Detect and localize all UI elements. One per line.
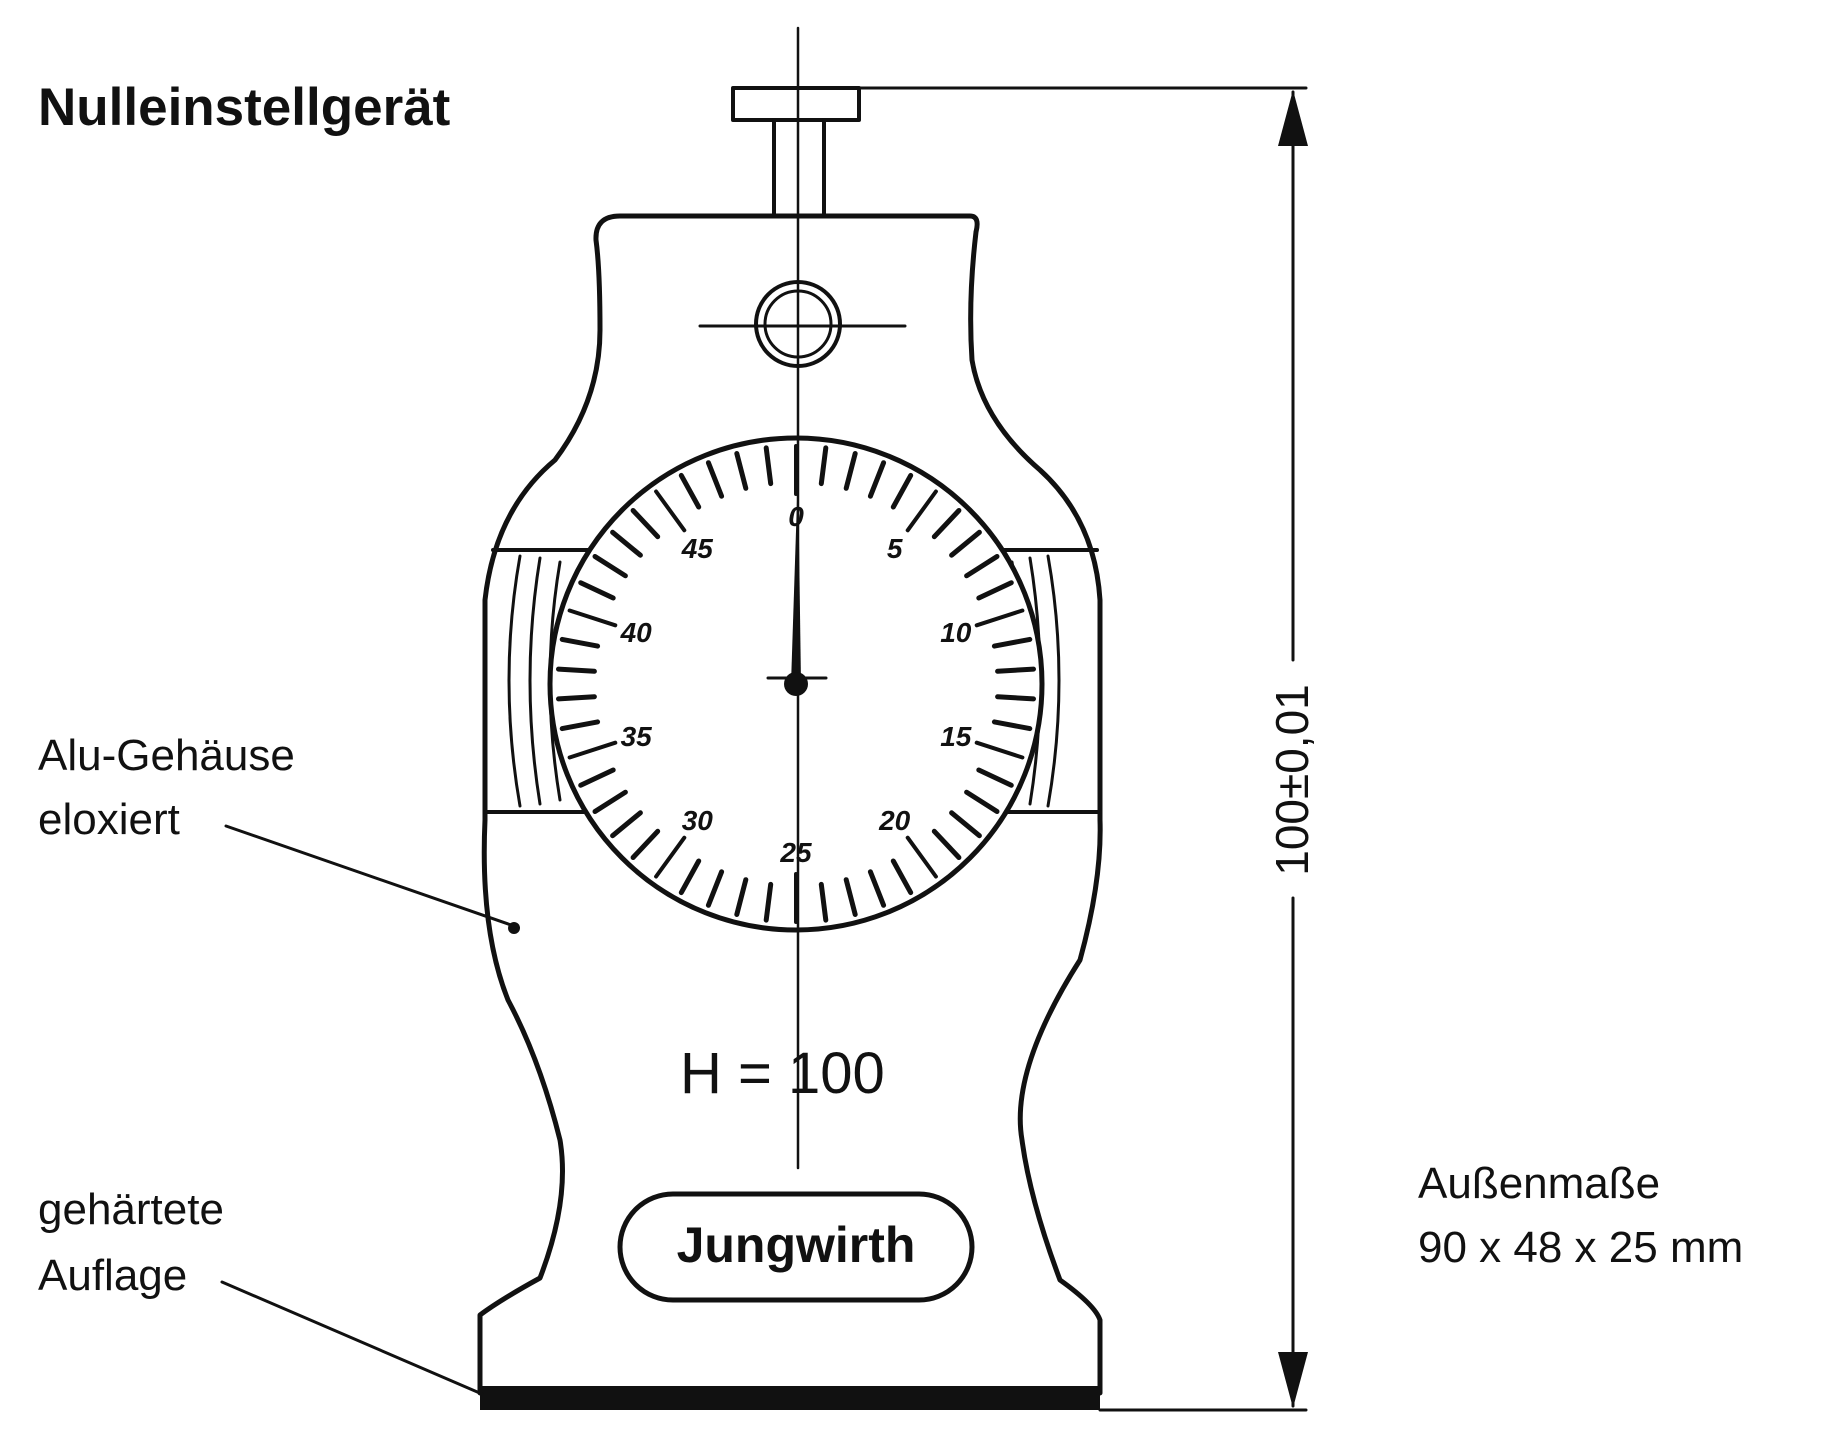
dial-tick bbox=[890, 858, 914, 896]
plunger bbox=[731, 86, 861, 218]
dial-tick bbox=[734, 451, 749, 491]
dial-tick bbox=[630, 828, 661, 860]
dial-major-tick bbox=[905, 489, 938, 533]
housing-leader bbox=[224, 824, 516, 928]
dial-tick bbox=[995, 666, 1036, 674]
brand-plate-outline bbox=[617, 1191, 975, 1303]
dial-tick bbox=[964, 789, 1000, 814]
plunger-cap bbox=[731, 86, 861, 122]
base-annotation: gehärtete Auflage bbox=[38, 1185, 484, 1396]
dial-tick bbox=[610, 529, 643, 558]
dial-number: 40 bbox=[620, 617, 653, 648]
dial-tick bbox=[578, 580, 616, 601]
dial-tick bbox=[556, 666, 597, 674]
dial-number: 45 bbox=[681, 533, 714, 564]
dial-tick bbox=[559, 719, 601, 732]
base-label-line1: gehärtete bbox=[38, 1185, 224, 1234]
dial-tick bbox=[949, 529, 982, 558]
dimension-label: 100±0,01 bbox=[1266, 684, 1318, 876]
dial-tick bbox=[867, 869, 887, 908]
dimension: 100±0,01 bbox=[857, 86, 1318, 1412]
brand-plate: Jungwirth bbox=[617, 1191, 975, 1303]
dial-major-tick bbox=[654, 835, 687, 879]
dial-number: 0 bbox=[788, 501, 804, 532]
dial-tick bbox=[559, 636, 601, 649]
dims-label-line2: 90 x 48 x 25 mm bbox=[1418, 1223, 1743, 1272]
dial-pointer bbox=[766, 470, 828, 696]
dial-tick bbox=[976, 767, 1014, 788]
title: Nulleinstellgerät bbox=[38, 78, 450, 137]
dial-tick bbox=[734, 877, 749, 917]
dial-number: 15 bbox=[940, 721, 972, 752]
dial-number: 20 bbox=[878, 805, 911, 836]
hardened-base bbox=[480, 1386, 1100, 1410]
dial-major-tick bbox=[654, 489, 687, 533]
dim-arrow-top bbox=[1278, 90, 1308, 146]
dial-tick bbox=[931, 508, 962, 540]
dial-tick bbox=[556, 694, 597, 702]
adjustment-screw bbox=[698, 280, 907, 368]
dial-tick bbox=[976, 580, 1014, 601]
dial-tick bbox=[763, 445, 774, 487]
dial-tick bbox=[705, 869, 725, 908]
dial-number: 35 bbox=[621, 721, 653, 752]
dial-major-tick bbox=[974, 740, 1025, 760]
dial-tick bbox=[890, 472, 914, 510]
pointer-hub bbox=[784, 672, 808, 696]
dial-tick bbox=[678, 858, 702, 896]
housing-leader-dot bbox=[508, 922, 520, 934]
dial-tick bbox=[818, 445, 829, 487]
dial-tick bbox=[843, 451, 858, 491]
dim-arrow-bottom bbox=[1278, 1352, 1308, 1408]
dial-tick bbox=[592, 789, 628, 814]
dial-major-tick bbox=[974, 608, 1025, 628]
height-label: H = 100 bbox=[680, 1041, 885, 1106]
dial-tick bbox=[949, 810, 982, 839]
dial: 0 5 10 15 20 25 30 35 40 45 bbox=[547, 435, 1045, 933]
dims-label-line1: Außenmaße bbox=[1418, 1159, 1660, 1208]
dial-ticks bbox=[556, 444, 1036, 924]
dial-number: 10 bbox=[940, 617, 972, 648]
dial-number: 5 bbox=[887, 533, 903, 564]
dial-major-tick bbox=[905, 835, 938, 879]
dial-tick bbox=[610, 810, 643, 839]
dial-tick bbox=[867, 460, 887, 499]
dial-number: 30 bbox=[682, 805, 714, 836]
dial-tick bbox=[991, 719, 1033, 732]
dial-tick bbox=[578, 767, 616, 788]
dial-tick bbox=[592, 554, 628, 579]
dial-tick bbox=[818, 881, 829, 923]
base-leader bbox=[220, 1280, 484, 1396]
dial-tick bbox=[763, 881, 774, 923]
dial-major-tick bbox=[567, 608, 618, 628]
dial-tick bbox=[678, 472, 702, 510]
dial-tick bbox=[705, 460, 725, 499]
housing-outline bbox=[477, 213, 1103, 1396]
pointer-needle bbox=[791, 470, 801, 684]
dial-numbers: 0 5 10 15 20 25 30 35 40 45 bbox=[620, 501, 972, 868]
housing-label-line2: eloxiert bbox=[38, 795, 180, 844]
housing-label-line1: Alu-Gehäuse bbox=[38, 731, 295, 780]
dimensions-note: Außenmaße 90 x 48 x 25 mm bbox=[1418, 1159, 1743, 1272]
dial-number: 25 bbox=[779, 837, 812, 868]
dial-tick bbox=[964, 554, 1000, 579]
dial-tick bbox=[931, 828, 962, 860]
dial-tick bbox=[843, 877, 858, 917]
brand-name: Jungwirth bbox=[677, 1217, 916, 1273]
dial-tick bbox=[630, 508, 661, 540]
dial-tick bbox=[995, 694, 1036, 702]
base-label-line2: Auflage bbox=[38, 1251, 187, 1300]
dial-tick bbox=[991, 636, 1033, 649]
housing-annotation: Alu-Gehäuse eloxiert bbox=[38, 731, 520, 934]
dial-major-tick bbox=[567, 740, 618, 760]
